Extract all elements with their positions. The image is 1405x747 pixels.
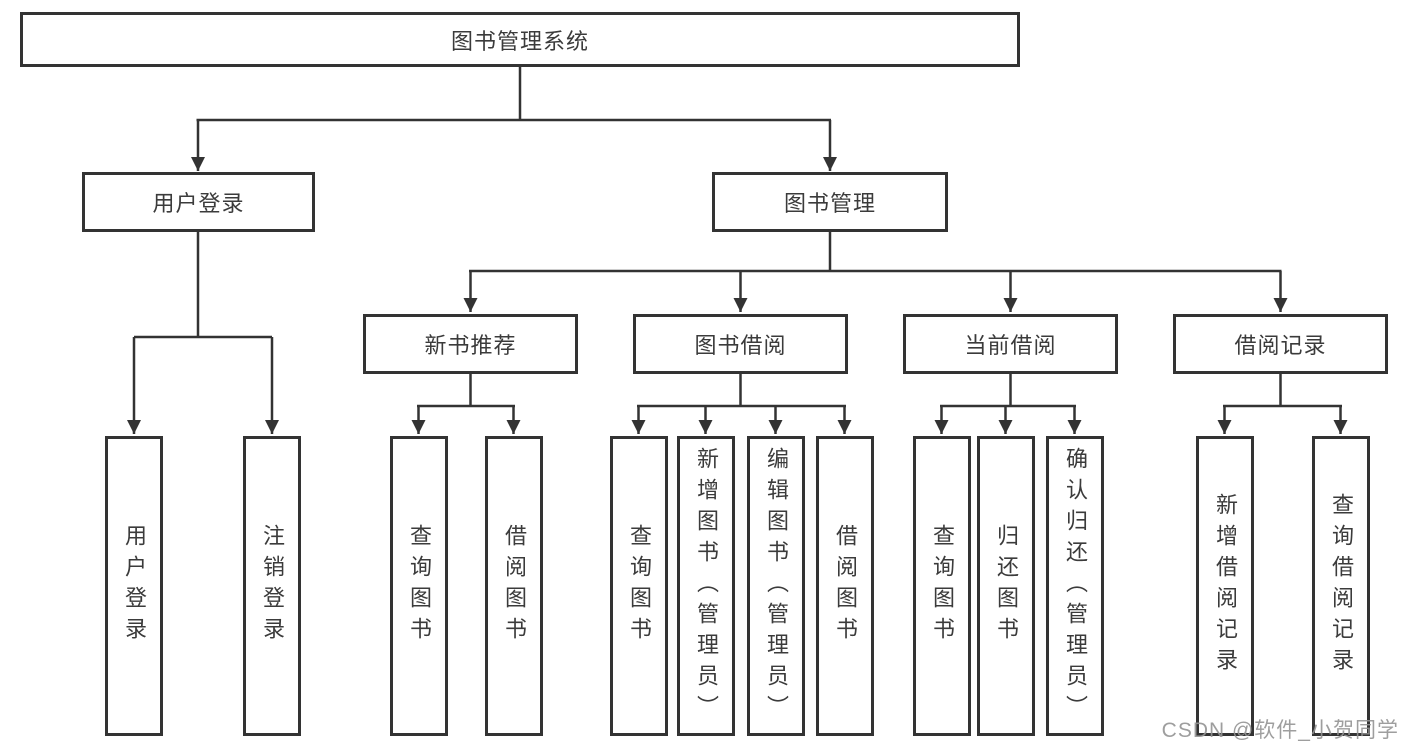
node-leaf-borrow-books: 借阅图书 <box>816 436 874 736</box>
node-label: 确认归还（管理员） <box>1063 446 1088 726</box>
node-book-management: 图书管理 <box>712 172 948 232</box>
node-label: 查询图书 <box>407 524 432 648</box>
node-label: 借阅图书 <box>502 524 527 648</box>
node-label: 编辑图书（管理员） <box>764 446 789 726</box>
node-label: 借阅记录 <box>1234 333 1327 358</box>
node-leaf-add-borrow-record: 新增借阅记录 <box>1196 436 1254 736</box>
node-label: 图书管理系统 <box>450 28 589 54</box>
node-leaf-query-books: 查询图书 <box>390 436 448 736</box>
node-leaf-return-books: 归还图书 <box>977 436 1035 736</box>
node-leaf-confirm-return-admin: 确认归还（管理员） <box>1046 436 1104 736</box>
node-user-login: 用户登录 <box>82 172 315 232</box>
node-leaf-logout: 注销登录 <box>243 436 301 736</box>
node-current-borrowing: 当前借阅 <box>903 314 1118 374</box>
node-leaf-edit-books-admin: 编辑图书（管理员） <box>747 436 805 736</box>
node-label: 当前借阅 <box>964 333 1057 358</box>
node-borrowing-records: 借阅记录 <box>1173 314 1388 374</box>
node-label: 查询图书 <box>627 524 652 648</box>
node-label: 查询借阅记录 <box>1329 493 1354 679</box>
node-root-system: 图书管理系统 <box>20 12 1020 67</box>
node-leaf-user-login: 用户登录 <box>105 436 163 736</box>
node-label: 图书借阅 <box>694 333 787 358</box>
node-leaf-query-books: 查询图书 <box>610 436 668 736</box>
node-label: 新增借阅记录 <box>1213 493 1238 679</box>
watermark: CSDN @软件_小贺同学 <box>1161 719 1399 742</box>
node-label: 查询图书 <box>930 524 955 648</box>
node-label: 用户登录 <box>122 524 147 648</box>
node-leaf-query-borrow-record: 查询借阅记录 <box>1312 436 1370 736</box>
node-new-book-recommend: 新书推荐 <box>363 314 578 374</box>
node-label: 借阅图书 <box>833 524 858 648</box>
node-leaf-borrow-books: 借阅图书 <box>485 436 543 736</box>
node-label: 图书管理 <box>783 191 876 216</box>
node-label: 新增图书（管理员） <box>694 446 719 726</box>
node-label: 注销登录 <box>260 524 285 648</box>
node-label: 新书推荐 <box>424 333 517 358</box>
node-label: 用户登录 <box>152 191 245 216</box>
node-leaf-query-books: 查询图书 <box>913 436 971 736</box>
node-book-borrowing: 图书借阅 <box>633 314 848 374</box>
node-label: 归还图书 <box>994 524 1019 648</box>
node-leaf-add-books-admin: 新增图书（管理员） <box>677 436 735 736</box>
